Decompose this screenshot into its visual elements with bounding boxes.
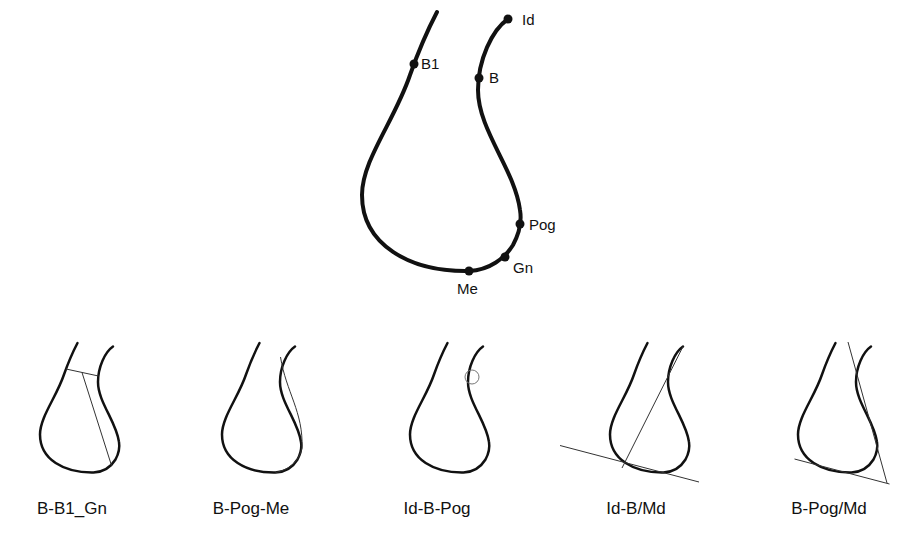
measurement-name: B-Pog-Me — [213, 500, 290, 519]
landmark-label: Me — [457, 281, 478, 298]
measure-figure — [40, 343, 119, 473]
measurement-name: Id-B/Md — [606, 500, 666, 519]
measure-figure — [560, 343, 699, 482]
measurement-name: B-Pog/Md — [791, 500, 867, 519]
landmark-label: Pog — [529, 217, 556, 234]
measurement-name: Id-B-Pog — [403, 500, 470, 519]
measure-figure — [795, 342, 890, 484]
landmark-label: Id — [522, 12, 535, 29]
measure-figure — [222, 343, 302, 473]
measurement-name: B-B1_Gn — [37, 500, 107, 519]
landmark-label: B1 — [421, 56, 439, 73]
symphysis-outline — [362, 12, 521, 271]
landmark-label: B — [489, 70, 499, 87]
landmark-label: Gn — [513, 260, 533, 277]
landmark-dots — [410, 15, 525, 276]
measure-figure — [410, 343, 489, 473]
